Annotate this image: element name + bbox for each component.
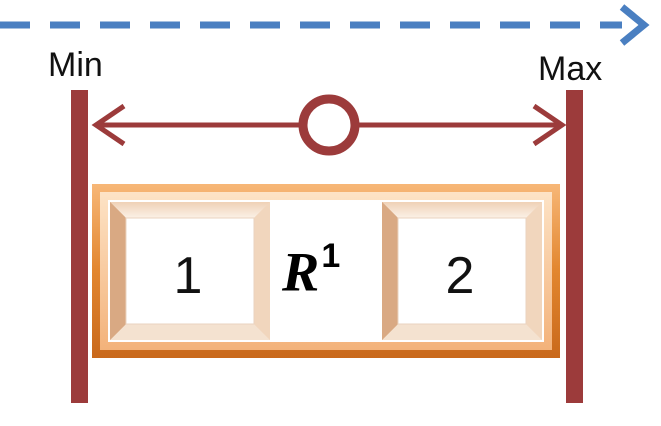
cell-1: [110, 202, 270, 340]
region-superscript: 1: [321, 237, 341, 275]
range-arrow-left-head-icon: [91, 103, 126, 147]
axis-arrow-head-icon: [619, 4, 650, 46]
cell-1-label: 1: [173, 247, 203, 305]
region-symbol: R: [282, 241, 320, 304]
range-center-circle-icon: [298, 94, 360, 156]
range-arrow-right-head-icon: [532, 103, 567, 147]
min-bound-bar: [71, 90, 88, 403]
max-label: Max: [538, 50, 603, 88]
max-bound-bar: [566, 90, 583, 403]
cell-2: [382, 202, 542, 340]
min-label: Min: [48, 46, 103, 84]
cell-2-label: 2: [445, 247, 475, 305]
region-label: R1: [282, 239, 340, 304]
